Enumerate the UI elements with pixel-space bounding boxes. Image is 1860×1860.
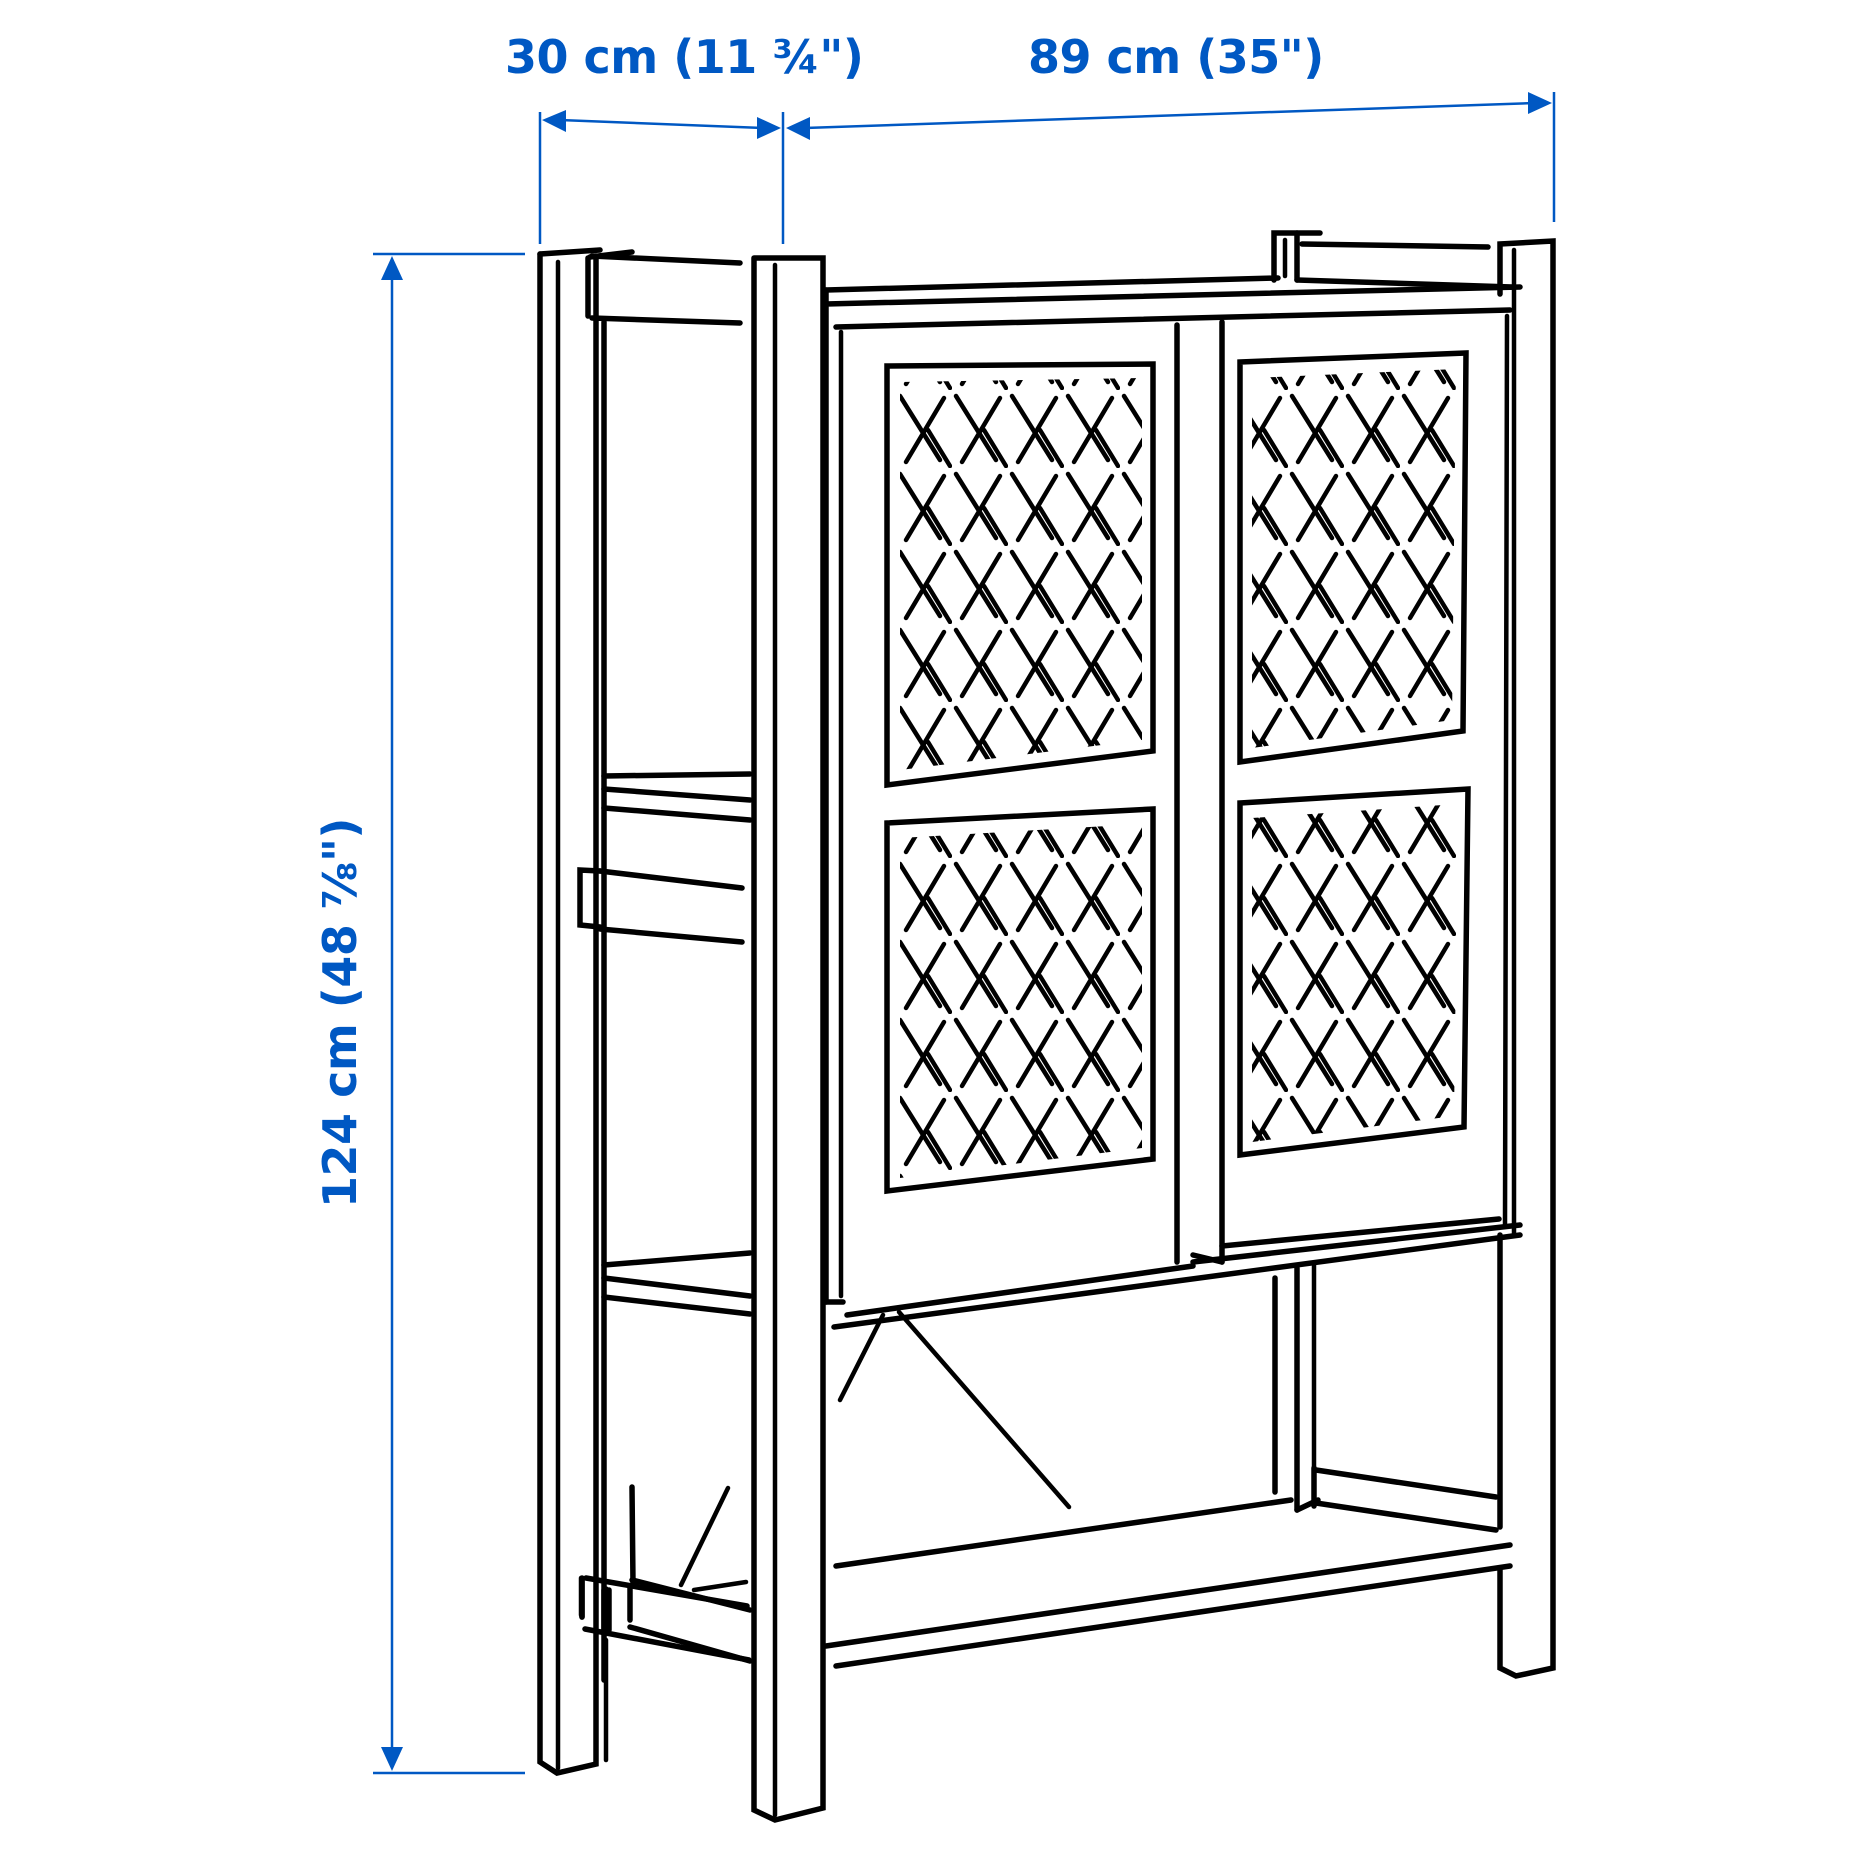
depth-dimension-line — [538, 110, 785, 244]
door-panel-top-right — [1237, 350, 1469, 766]
right-front-post — [1497, 238, 1556, 1679]
door-lattice-pattern-top-right — [1252, 369, 1456, 748]
right-back-post — [1271, 230, 1491, 1513]
cabinet-bottom — [831, 1232, 1523, 1330]
depth-dimension-label: 30 cm (11 ¾") — [505, 30, 864, 84]
door-panel-bottom-right — [1237, 786, 1471, 1159]
door-panel-top-left — [884, 361, 1156, 789]
door-panel-bottom-left — [884, 806, 1156, 1195]
left-middle-shelf — [601, 771, 753, 823]
left-side-top-rail — [585, 249, 743, 1683]
width-dimension-line — [786, 92, 1556, 222]
height-dimension-line — [373, 252, 525, 1775]
left-back-post — [537, 247, 603, 1776]
cabinet-top — [823, 275, 1523, 330]
cabinet-left-side — [823, 304, 846, 1305]
left-bottom-rail — [578, 1484, 753, 1763]
right-side-lower-rail — [1311, 1465, 1499, 1533]
door-lattice-pattern-bottom-left — [900, 824, 1142, 1178]
height-dimension-label: 124 cm (48 ⅞") — [313, 818, 367, 1208]
left-side-bracket — [577, 867, 745, 945]
right-door — [1190, 319, 1523, 1265]
width-dimension-label: 89 cm (35") — [1028, 30, 1324, 84]
back-cross-brace — [837, 1309, 1072, 1510]
left-lower-shelf — [601, 1250, 753, 1317]
door-lattice-pattern-bottom-right — [1252, 804, 1458, 1142]
cabinet-right-side — [1502, 313, 1510, 1229]
left-door — [844, 322, 1196, 1318]
left-front-post — [751, 255, 826, 1823]
door-lattice-pattern-top-left — [900, 378, 1142, 770]
bottom-shelf — [823, 1497, 1513, 1669]
